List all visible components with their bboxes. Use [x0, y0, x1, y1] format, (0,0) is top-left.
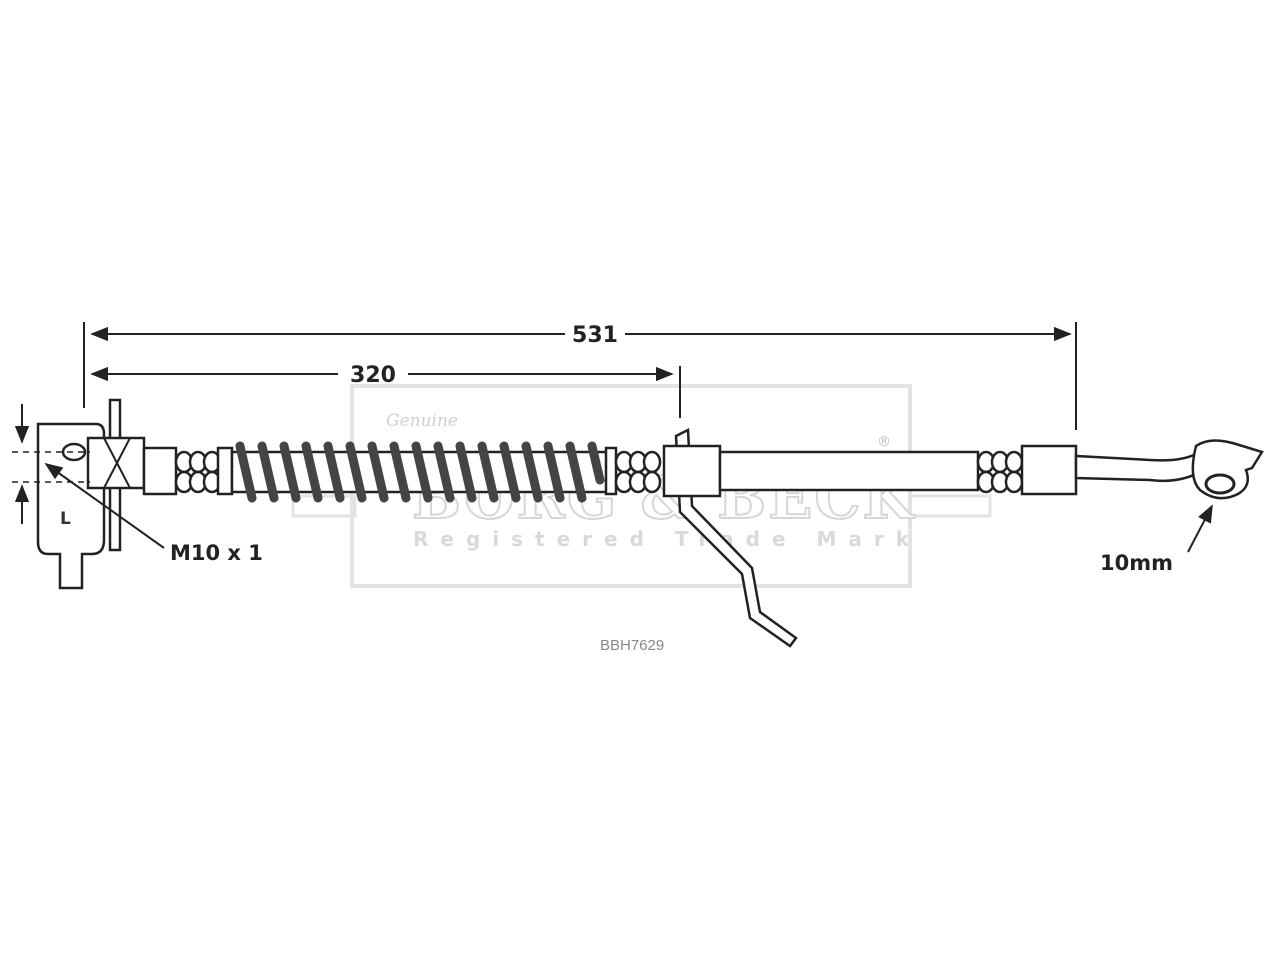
- watermark-script: Genuine: [386, 411, 458, 431]
- callout-thread: M10 x 1: [44, 462, 263, 565]
- watermark-registered-symbol: ®: [877, 434, 891, 450]
- dimension-partial: 320: [90, 363, 681, 418]
- hose-ferrule-left-end: [216, 446, 234, 496]
- watermark-bar-right: [908, 494, 992, 518]
- hose-ferrule-right: [1020, 444, 1078, 496]
- leader-line-eye: [1187, 504, 1213, 553]
- fitting-ferrule-left: [142, 446, 178, 496]
- left-bracket-fitting: L: [12, 398, 178, 590]
- banjo-eye-hole: [1204, 473, 1236, 495]
- watermark-tagline: Registered Trade Mark: [413, 527, 921, 551]
- hose-ferrule-mid: [604, 446, 618, 496]
- eye-diameter-label: 10mm: [1100, 551, 1173, 575]
- crimp-rings-mid: [614, 450, 662, 494]
- dimension-overall: 531: [83, 322, 1077, 430]
- thread-size-label: M10 x 1: [170, 541, 263, 565]
- dimension-320-label: 320: [350, 363, 396, 388]
- callout-eye: 10mm: [1100, 504, 1213, 575]
- crimp-rings-left: [174, 450, 222, 494]
- leader-line-thread: [44, 462, 165, 549]
- dimension-531-label: 531: [572, 323, 618, 348]
- mid-bracket-sleeve: [662, 444, 722, 498]
- hose-assembly: [174, 428, 1264, 648]
- side-marker-label: L: [60, 509, 71, 529]
- part-number: BBH7629: [600, 637, 664, 654]
- hose-section-right: [718, 450, 980, 492]
- spring-guard: [235, 441, 605, 503]
- bracket-mount-hole: [61, 442, 87, 462]
- metal-tube-end: [1074, 452, 1206, 483]
- crimp-rings-right: [976, 450, 1024, 494]
- watermark-bar-left: [291, 494, 357, 518]
